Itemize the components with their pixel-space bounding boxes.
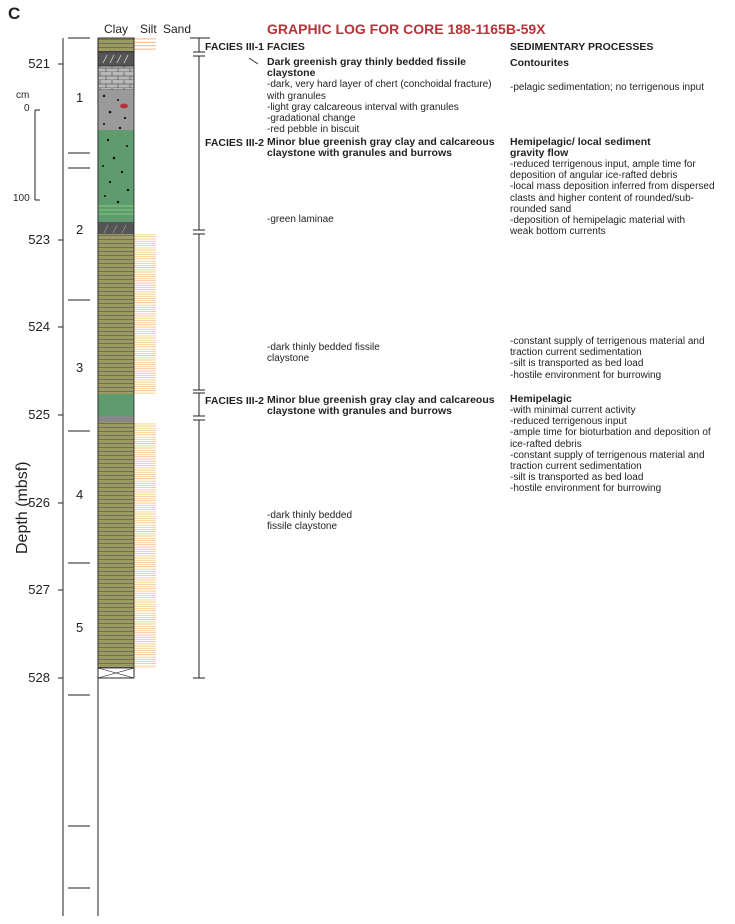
process-line: weak bottom currents: [510, 226, 606, 238]
process-line: -deposition of hemipelagic material with: [510, 215, 686, 227]
process-line: -silt is transported as bed load: [510, 358, 644, 370]
facies-line: -red pebble in biscuit: [267, 124, 360, 136]
facies-label: FACIES III-2: [205, 395, 264, 407]
depth-tick-label: 523: [28, 232, 50, 247]
process-line: -constant supply of terrigenous material…: [510, 336, 705, 347]
process-line: ice-rafted debris: [510, 438, 582, 450]
depth-tick-label: 528: [28, 670, 50, 685]
facies-line: -green laminae: [267, 214, 334, 225]
facies-block: -dark thinly bedded fissile claystone: [267, 342, 380, 364]
process-line: deposition of angular ice-rafted debris: [510, 170, 678, 182]
process-block: -constant supply of terrigenous material…: [510, 336, 705, 381]
column-header-silt: Silt: [140, 22, 157, 36]
facies-block-title: Minor blue greenish gray clay and calcar…: [267, 394, 495, 418]
facies-block: Minor blue greenish gray clay and calcar…: [267, 394, 502, 418]
process-line: rounded sand: [510, 203, 572, 215]
column-header-clay: Clay: [104, 22, 129, 36]
column-header-sand: Sand: [163, 22, 192, 36]
process-block: Contourites -pelagic sedimentation; no t…: [510, 57, 704, 93]
panel-letter: C: [8, 4, 21, 23]
depth-tick-label: 527: [28, 582, 50, 597]
facies-label: FACIES III-1: [205, 41, 264, 53]
section-number: 3: [76, 360, 84, 375]
facies-line: -dark, very hard layer of chert (conchoi…: [267, 79, 492, 91]
facies-line: -gradational change: [267, 113, 356, 125]
process-line: -reduced terrigenous input, ample time f…: [510, 159, 696, 170]
cm-bottom-label: 100: [13, 193, 30, 204]
depth-tick-label: 526: [28, 495, 50, 510]
facies-line: with granules: [267, 90, 326, 102]
process-block-title: Hemipelagic/ local sediment gravity flow: [510, 136, 651, 159]
section-number: 5: [76, 620, 84, 635]
process-line: -local mass deposition inferred from dis…: [510, 181, 715, 193]
process-line: -silt is transported as bed load: [510, 472, 644, 484]
process-line: -with minimal current activity: [510, 405, 636, 416]
section-number: 4: [76, 487, 84, 502]
process-line: traction current sedimentation: [510, 347, 642, 359]
depth-tick-label: 525: [28, 407, 50, 422]
process-line: -hostile environment for burrowing: [510, 369, 662, 381]
process-block: Hemipelagic -with minimal current activi…: [510, 393, 711, 495]
process-line: clasts and higher content of rounded/sub…: [510, 192, 695, 204]
process-line: traction current sedimentation: [510, 461, 642, 473]
facies-line: -dark thinly bedded fissile: [267, 342, 380, 353]
facies-block: Minor blue greenish gray clay and calcar…: [267, 136, 502, 160]
facies-block: -dark thinly bedded fissile claystone: [267, 510, 352, 532]
facies-line: fissile claystone: [267, 521, 338, 533]
process-line: -reduced terrigenous input: [510, 416, 627, 428]
process-block: Hemipelagic/ local sediment gravity flow…: [510, 136, 730, 238]
process-line: -hostile environment for burrowing: [510, 483, 662, 495]
process-block-title: Hemipelagic: [510, 393, 572, 405]
depth-tick-label: 524: [28, 319, 50, 334]
cm-top-label: 0: [24, 103, 30, 114]
facies-block-title: Minor blue greenish gray clay and calcar…: [267, 136, 495, 160]
facies-line: claystone: [267, 353, 310, 365]
process-line: -ample time for bioturbation and deposit…: [510, 427, 711, 439]
depth-tick-label: 521: [28, 56, 50, 71]
facies-line: -light gray calcareous interval with gra…: [267, 101, 459, 113]
facies-block: Dark greenish gray thinly bedded fissile…: [267, 56, 502, 136]
process-block-title: Contourites: [510, 57, 569, 69]
section-number: 1: [76, 90, 84, 105]
facies-header: FACIES: [267, 41, 305, 53]
figure-title: GRAPHIC LOG FOR CORE 188-1165B-59X: [267, 21, 546, 37]
processes-header: SEDIMENTARY PROCESSES: [510, 41, 654, 53]
facies-line: -dark thinly bedded: [267, 510, 353, 521]
facies-label: FACIES III-2: [205, 137, 264, 149]
facies-block-title: Dark greenish gray thinly bedded fissile…: [267, 56, 466, 80]
section-number: 2: [76, 222, 84, 237]
cm-unit-label: cm: [16, 90, 30, 101]
process-line: -pelagic sedimentation; no terrigenous i…: [510, 82, 705, 93]
process-line: -constant supply of terrigenous material…: [510, 449, 705, 461]
